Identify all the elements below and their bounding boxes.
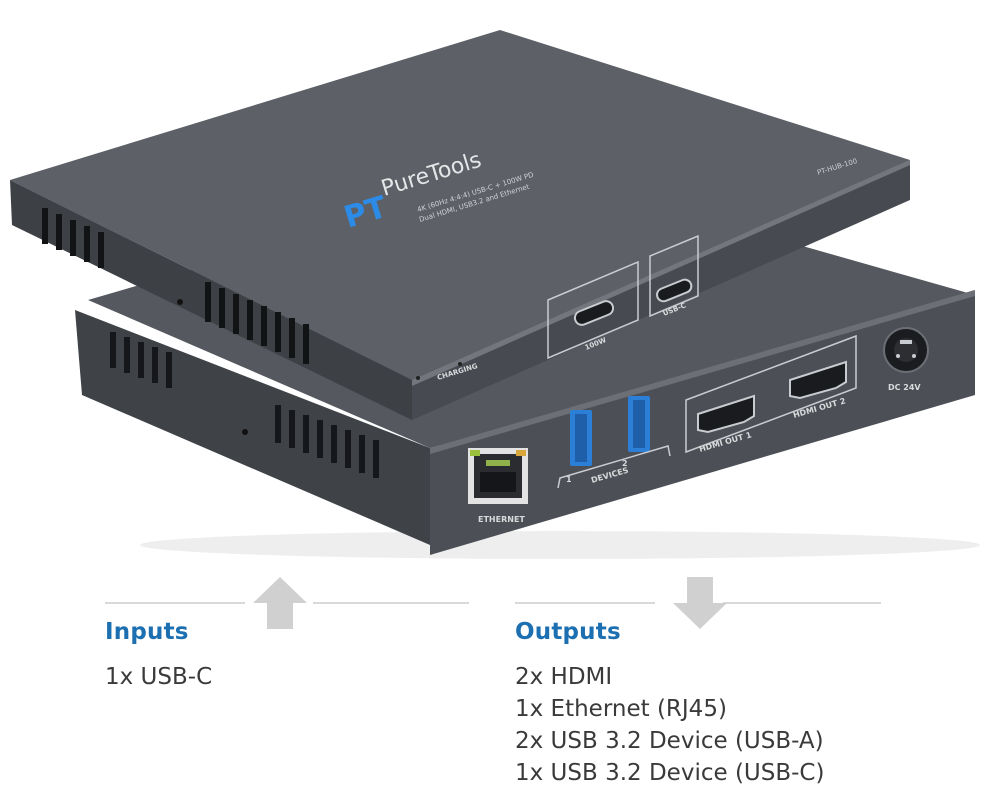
inputs-divider-right xyxy=(313,602,469,604)
power-led xyxy=(416,376,420,380)
usb-c-pd-port xyxy=(573,300,615,326)
ethernet-port xyxy=(468,448,528,504)
upper-unit: PT PureTools 4K (60Hz 4:4:4) USB-C + 100… xyxy=(10,30,910,420)
inputs-title: Inputs xyxy=(105,619,189,645)
hdmi-port-2 xyxy=(789,360,847,400)
inputs-list: 1x USB-C xyxy=(105,661,212,693)
charging-led xyxy=(458,362,462,366)
upper-top-face xyxy=(10,30,910,380)
list-item: 2x HDMI xyxy=(515,664,613,690)
list-item: 1x USB 3.2 Device (USB-C) xyxy=(515,760,825,786)
inputs-divider-left xyxy=(105,602,245,604)
usb-a-port-1 xyxy=(570,410,592,466)
list-item: 1x Ethernet (RJ45) xyxy=(515,696,727,722)
outputs-list: 2x HDMI 1x Ethernet (RJ45) 2x USB 3.2 De… xyxy=(515,661,824,789)
arrow-down-icon xyxy=(673,577,727,629)
product-photo: ETHERNET 1 2 DEVICES HDMI OUT 1 HDMI OUT… xyxy=(10,30,980,559)
outputs-title: Outputs xyxy=(515,619,621,645)
usb-port-1-label: 1 xyxy=(566,475,572,484)
outputs-divider-right xyxy=(723,602,881,604)
usb-a-port-2 xyxy=(628,396,650,452)
dc-label: DC 24V xyxy=(888,383,921,392)
dc-power-jack xyxy=(883,327,929,373)
arrow-up-icon xyxy=(253,577,307,629)
hdmi-port-1 xyxy=(697,394,755,434)
usb-c-port xyxy=(656,278,693,303)
list-item: 2x USB 3.2 Device (USB-A) xyxy=(515,728,824,754)
ethernet-label: ETHERNET xyxy=(478,515,525,524)
lower-left-face xyxy=(75,310,430,545)
outputs-divider-left xyxy=(515,602,655,604)
usb-port-2-label: 2 xyxy=(622,459,628,468)
list-item: 1x USB-C xyxy=(105,664,213,690)
